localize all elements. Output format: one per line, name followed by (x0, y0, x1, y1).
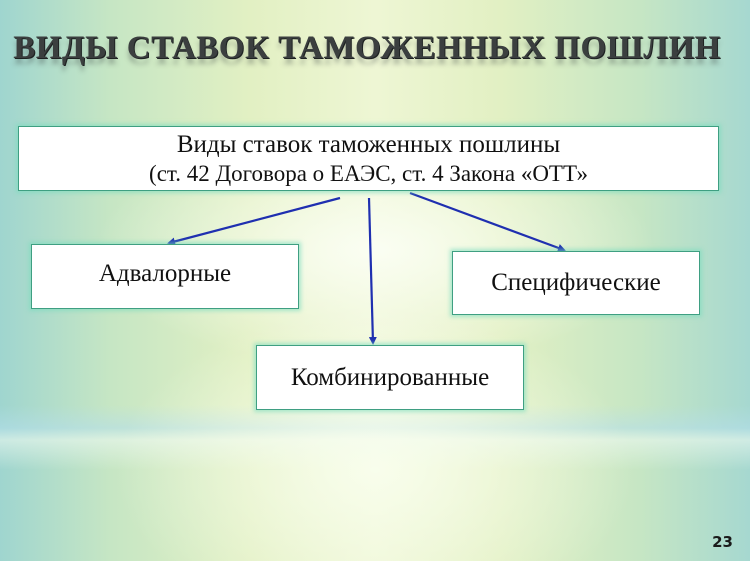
node-specific-label: Специфические (491, 269, 661, 296)
arrow-to-specific (409, 191, 566, 252)
node-combined: Комбинированные (256, 345, 524, 410)
arrow-to-combined (367, 197, 377, 345)
node-specific: Специфические (452, 251, 700, 315)
root-node-reference: (ст. 42 Договора о ЕАЭС, ст. 4 Закона «О… (149, 160, 588, 186)
slide-title: ВИДЫ СТАВОК ТАМОЖЕННЫХ ПОШЛИН (13, 30, 721, 66)
node-advalorem-label: Адвалорные (98, 259, 232, 287)
root-node-box: Виды ставок таможенных пошлины (ст. 42 Д… (18, 126, 719, 191)
node-combined-label: Комбинированные (290, 363, 490, 391)
page-number: 23 (712, 533, 733, 551)
node-advalorem: Адвалорные (31, 244, 299, 309)
root-node-title: Виды ставок таможенных пошлины (176, 130, 561, 158)
arrow-to-advalorem (167, 196, 341, 246)
